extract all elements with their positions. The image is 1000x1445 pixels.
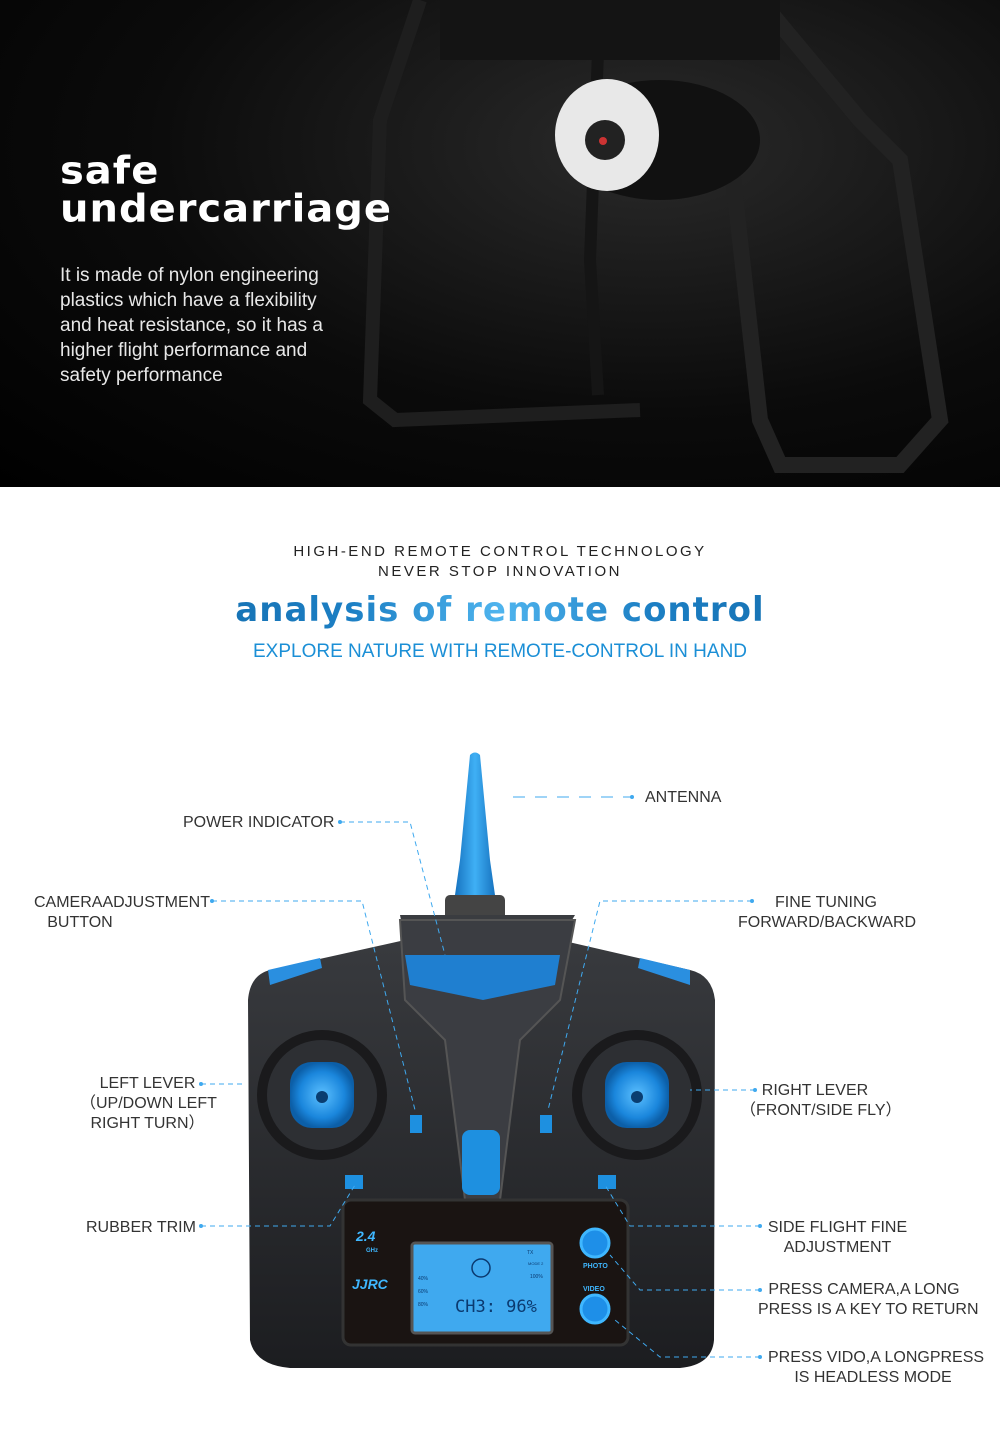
callout-text: （UP/DOWN LEFT (80, 1095, 217, 1112)
callout-press-camera: PRESS CAMERA,A LONG PRESS IS A KEY TO RET… (758, 1280, 979, 1320)
callout-text: （FRONT/SIDE FLY） (740, 1102, 902, 1119)
callout-fine-tuning: FINE TUNING FORWARD/BACKWARD (738, 893, 917, 933)
callout-power-indicator: POWER INDICATOR (183, 814, 335, 831)
lcd-tx: TX (527, 1250, 534, 1256)
callout-text: CAMERAADJUSTMENT (34, 894, 211, 911)
section-title: analysis of remote control (0, 590, 1000, 630)
tagline-line2: NEVER STOP INNOVATION (378, 563, 622, 580)
hero-title-line2: undercarriage (60, 187, 393, 231)
photo-button (579, 1227, 611, 1259)
lcd-right: 100% (530, 1274, 543, 1280)
hero-title-line1: safe (60, 149, 160, 193)
callout-text: PRESS IS A KEY TO RETURN (758, 1301, 979, 1318)
callout-right-lever: RIGHT LEVER （FRONT/SIDE FLY） (740, 1081, 902, 1121)
callout-left-lever: LEFT LEVER （UP/DOWN LEFT RIGHT TURN） (80, 1074, 217, 1134)
callout-press-video: PRESS VIDO,A LONGPRESS IS HEADLESS MODE (768, 1348, 985, 1388)
lcd-left-2: 60% (418, 1289, 429, 1295)
callout-text: PRESS CAMERA,A LONG (768, 1281, 960, 1298)
callout-camera-adjustment: CAMERAADJUSTMENT BUTTON (34, 893, 210, 933)
lcd-screen (410, 1241, 554, 1335)
video-label: VIDEO (583, 1286, 605, 1293)
callout-text: FINE TUNING (775, 894, 877, 911)
power-indicator (405, 955, 560, 1000)
hero-description: It is made of nylon engineering plastics… (60, 265, 323, 386)
hero-banner: safe undercarriage It is made of nylon e… (0, 0, 1000, 487)
freq-unit: GHz (366, 1248, 378, 1254)
section-subtitle: EXPLORE NATURE WITH REMOTE-CONTROL IN HA… (252, 641, 748, 662)
lcd-mode: MODE 2 (528, 1261, 544, 1266)
callout-text: FORWARD/BACKWARD (738, 914, 917, 931)
antenna (455, 752, 495, 895)
brand-logo: JJRC (352, 1276, 389, 1292)
callout-text: IS HEADLESS MODE (794, 1369, 952, 1386)
callout-text: RIGHT LEVER (761, 1082, 869, 1099)
callout-text: ADJUSTMENT (783, 1239, 892, 1256)
callout-side-flight: SIDE FLIGHT FINE ADJUSTMENT (765, 1218, 910, 1258)
video-button (579, 1293, 611, 1325)
lcd-left-1: 40% (418, 1276, 429, 1282)
callout-text: LEFT LEVER (99, 1075, 196, 1092)
drone-undercarriage-image (362, 0, 949, 473)
photo-label: PHOTO (583, 1263, 608, 1270)
hero-title: safe undercarriage (60, 152, 392, 228)
tagline-line1: HIGH-END REMOTE CONTROL TECHNOLOGY (293, 543, 707, 560)
lcd-left-3: 80% (418, 1302, 429, 1308)
callout-antenna: ANTENNA (645, 789, 722, 806)
callout-text: PRESS VIDO,A LONGPRESS (768, 1349, 985, 1366)
callout-text: SIDE FLIGHT FINE (767, 1219, 908, 1236)
callout-rubber-trim: RUBBER TRIM (86, 1219, 196, 1236)
center-button (462, 1130, 500, 1195)
callout-lines (201, 796, 760, 1358)
lcd-readout: CH3: 96% (455, 1297, 537, 1317)
callout-text: BUTTON (47, 914, 113, 931)
callout-text: RIGHT TURN） (90, 1115, 205, 1132)
freq-label: 2.4 (355, 1228, 376, 1244)
